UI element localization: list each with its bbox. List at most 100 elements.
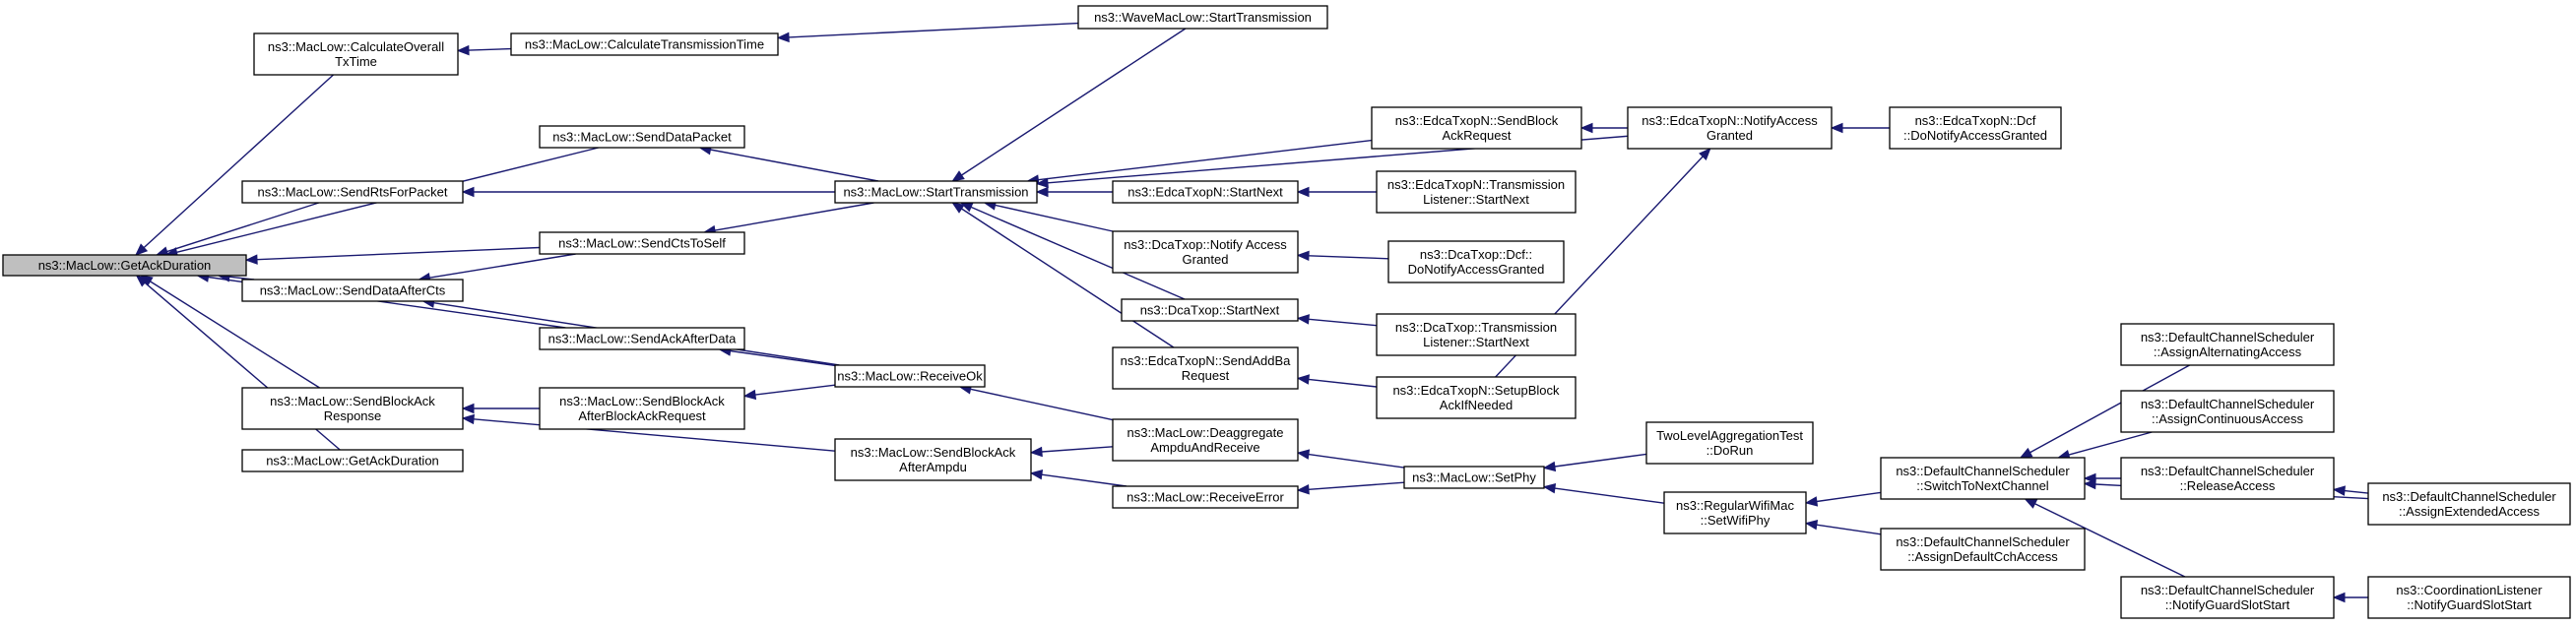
node-coordlistener[interactable]: ns3::CoordinationListener::NotifyGuardSl… [2367,576,2571,619]
node-assignalt[interactable]: ns3::DefaultChannelScheduler::AssignAlte… [2120,323,2335,366]
node-label: ns3::MacLow::SendAckAfterData [548,332,738,346]
node-assigncont[interactable]: ns3::DefaultChannelScheduler::AssignCont… [2120,390,2335,433]
edge-line [256,246,541,261]
node-label: ns3::EdcaTxopN::StartNext [1127,185,1283,200]
arrowhead-icon [951,202,965,214]
node-label: Listener::StartNext [1423,192,1529,207]
node-setphy[interactable]: ns3::MacLow::SetPhy [1403,466,1545,489]
node-label: ns3::DcaTxop::Transmission [1395,320,1557,335]
node-box [1387,240,1565,283]
node-box [1889,106,2062,150]
node-label: Response [324,408,382,423]
node-box [2367,576,2571,619]
edge-line [468,47,512,51]
node-box [2,254,247,277]
edge-edcasendblockack-to-startransmission [1026,139,1373,185]
node-edcanotify[interactable]: ns3::EdcaTxopN::NotifyAccessGranted [1627,106,1833,150]
nodes-layer: ns3::MacLow::GetAckDurationns3::MacLow::… [2,5,2571,619]
edge-line [429,253,576,279]
node-box [1371,106,1582,150]
node-label: ns3::MacLow::StartTransmission [843,185,1028,200]
edge-line [1554,453,1647,468]
edge-sendcts-to-senddataaftercts [418,253,576,283]
node-box [253,32,459,76]
node-label: ns3::EdcaTxopN::SendBlock [1395,113,1559,128]
arrowhead-icon [135,243,149,256]
node-label: ns3::DefaultChannelScheduler [1896,534,2070,549]
node-box [241,449,464,472]
arrowhead-icon [1296,484,1310,495]
edge-calcoverall-to-getackduration [135,74,334,256]
node-label: ::SetWifiPhy [1701,513,1771,528]
node-label: ns3::DcaTxop::Notify Access [1124,237,1287,252]
node-senddataaftercts[interactable]: ns3::MacLow::SendDataAfterCts [241,279,464,302]
edge-line [1308,255,1389,260]
node-sendrts[interactable]: ns3::MacLow::SendRtsForPacket [241,180,464,204]
node-regularwifi[interactable]: ns3::RegularWifiMac::SetWifiPhy [1663,491,1807,534]
node-getackduration2[interactable]: ns3::MacLow::GetAckDuration [241,449,464,472]
node-startransmission[interactable]: ns3::MacLow::StartTransmission [834,180,1038,204]
node-receiveok[interactable]: ns3::MacLow::ReceiveOk [834,364,986,388]
edge-coordlistener-to-notifyguard [2332,592,2368,603]
node-box [539,387,745,430]
edge-line [1816,491,1882,503]
node-sendackafterdata[interactable]: ns3::MacLow::SendAckAfterData [539,327,745,350]
node-box [1112,418,1299,462]
node-dcatranslistener[interactable]: ns3::DcaTxop::TransmissionListener::Star… [1376,313,1577,356]
arrowhead-icon [1579,122,1593,134]
arrowhead-icon [1035,186,1049,198]
node-getackduration[interactable]: ns3::MacLow::GetAckDuration [2,254,247,277]
node-box [1121,298,1299,322]
edge-sendblockackafterreq-to-sendblockackresponse [461,403,540,414]
edge-wavestart-to-calctrans [776,22,1079,43]
node-box [539,125,745,149]
node-wavestart[interactable]: ns3::WaveMacLow::StartTransmission [1077,5,1328,30]
node-label: Granted [1183,252,1229,267]
edge-line [1038,139,1373,181]
node-dcastartnext[interactable]: ns3::DcaTxop::StartNext [1121,298,1299,322]
edge-assigndefault-to-regularwifi [1804,520,1882,535]
node-receiveerror[interactable]: ns3::MacLow::ReceiveError [1112,485,1299,509]
arrowhead-icon [1296,186,1310,198]
node-box [241,279,464,302]
edge-line [961,208,1175,348]
node-dcanotify[interactable]: ns3::DcaTxop::Notify AccessGranted [1112,230,1299,274]
node-releaseaccess[interactable]: ns3::DefaultChannelScheduler::ReleaseAcc… [2120,457,2335,500]
node-assigndefault[interactable]: ns3::DefaultChannelScheduler::AssignDefa… [1880,528,2086,571]
node-calctrans[interactable]: ns3::MacLow::CalculateTransmissionTime [510,32,779,56]
node-edcatranslistener[interactable]: ns3::EdcaTxopN::TransmissionListener::St… [1376,170,1577,214]
edge-line [1816,524,1882,535]
node-box [834,438,1032,481]
node-label: ns3::DcaTxop::Dcf:: [1420,247,1532,262]
arrowhead-icon [244,254,258,265]
node-edcadcf[interactable]: ns3::EdcaTxopN::Dcf::DoNotifyAccessGrant… [1889,106,2062,150]
node-box [1880,528,2086,571]
node-box [2120,323,2335,366]
node-senddatapacket[interactable]: ns3::MacLow::SendDataPacket [539,125,745,149]
edge-line [714,202,874,231]
node-switchnext[interactable]: ns3::DefaultChannelScheduler::SwitchToNe… [1880,457,2086,500]
node-dcadcf[interactable]: ns3::DcaTxop::Dcf::DoNotifyAccessGranted [1387,240,1565,283]
node-sendblockackafterreq[interactable]: ns3::MacLow::SendBlockAckAfterBlockAckRe… [539,387,745,430]
edge-line [1308,481,1405,490]
node-label: ::NotifyGuardSlotStart [2407,597,2532,612]
node-assignext[interactable]: ns3::DefaultChannelScheduler::AssignExte… [2367,482,2571,526]
arrowhead-icon [1804,520,1819,531]
node-box [2367,482,2571,526]
node-label: ns3::MacLow::GetAckDuration [38,258,212,273]
node-label: ::DoRun [1707,443,1754,458]
node-notifyguard[interactable]: ns3::DefaultChannelScheduler::NotifyGuar… [2120,576,2335,619]
node-edcastartnext[interactable]: ns3::EdcaTxopN::StartNext [1112,180,1299,204]
node-box [1880,457,2086,500]
node-sendcts[interactable]: ns3::MacLow::SendCtsToSelf [539,231,745,255]
node-twolevel[interactable]: TwoLevelAggregationTest::DoRun [1645,421,1814,465]
edge-setphy-to-deaggregate [1296,449,1405,469]
